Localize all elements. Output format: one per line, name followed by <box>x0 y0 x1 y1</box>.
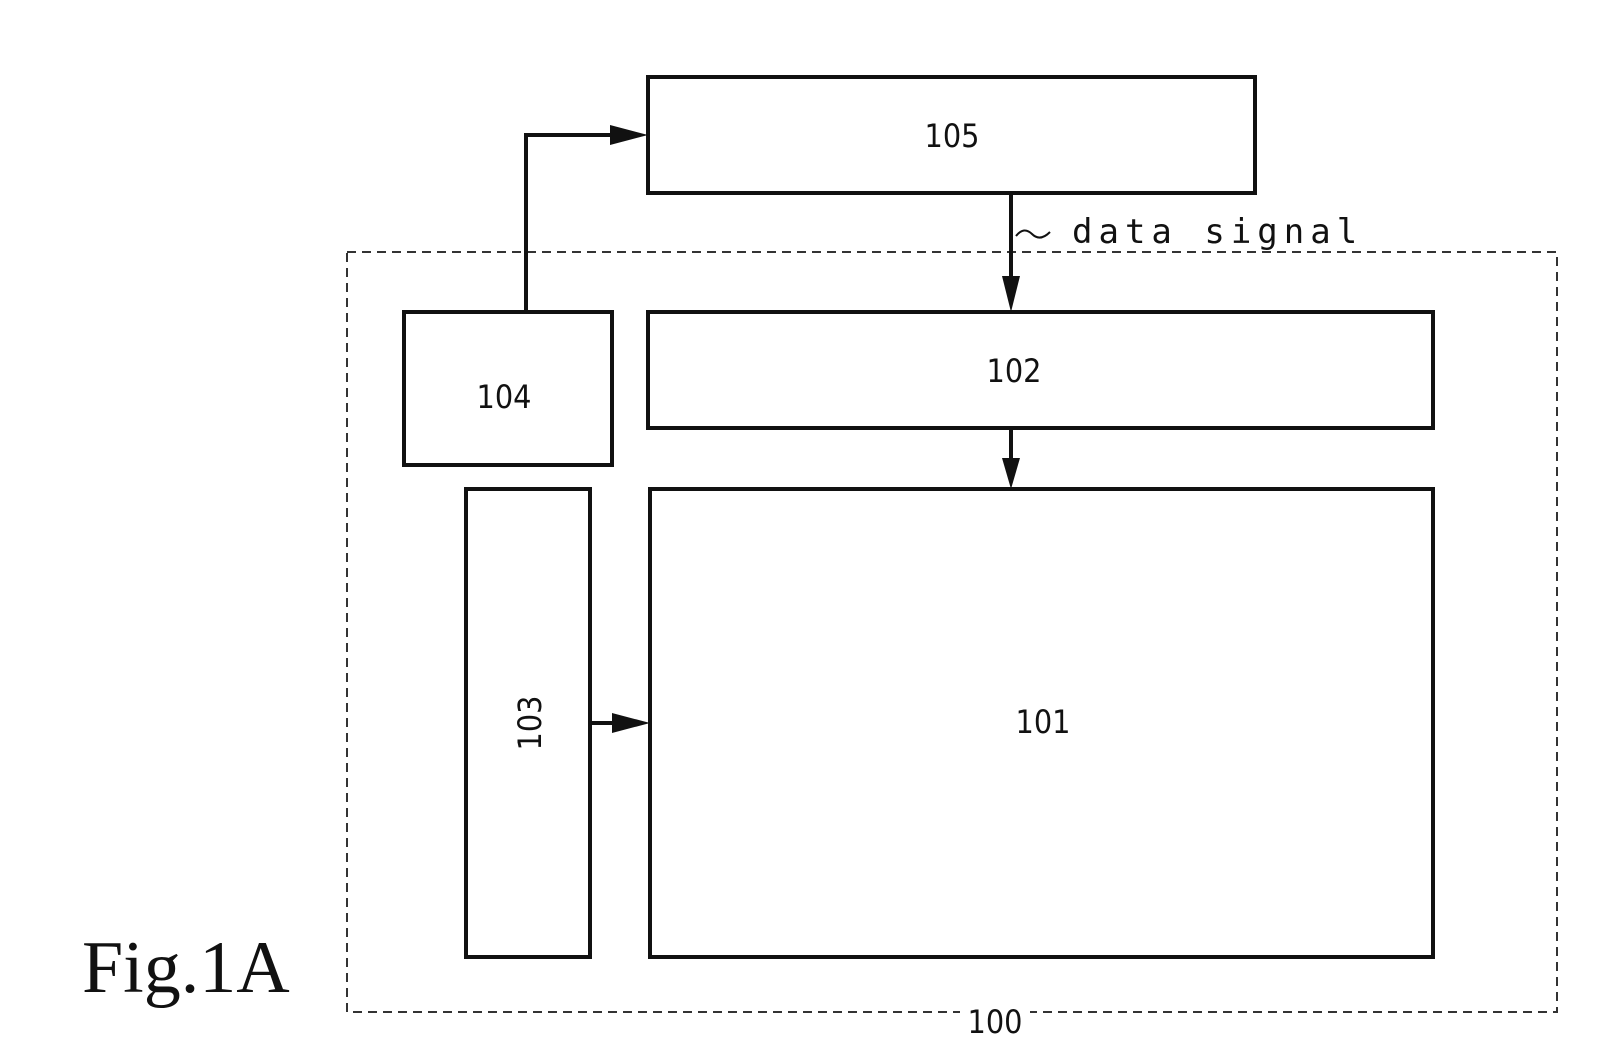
arrowhead-102-to-101 <box>1002 458 1020 489</box>
label-104: 104 <box>477 378 532 416</box>
connector-104-to-105 <box>526 135 616 312</box>
label-101: 101 <box>1016 703 1071 741</box>
label-102: 102 <box>987 352 1042 390</box>
arrowhead-103-to-101 <box>612 713 650 733</box>
data-signal-leader <box>1016 230 1050 237</box>
data-signal-label: data signal <box>1072 212 1363 252</box>
arrowhead-104-to-105 <box>610 125 648 145</box>
label-103: 103 <box>511 696 549 751</box>
label-100: 100 <box>968 1003 1023 1041</box>
figure-title: Fig.1A <box>82 927 290 1009</box>
label-105: 105 <box>925 117 980 155</box>
arrowhead-105-to-102 <box>1002 276 1020 312</box>
